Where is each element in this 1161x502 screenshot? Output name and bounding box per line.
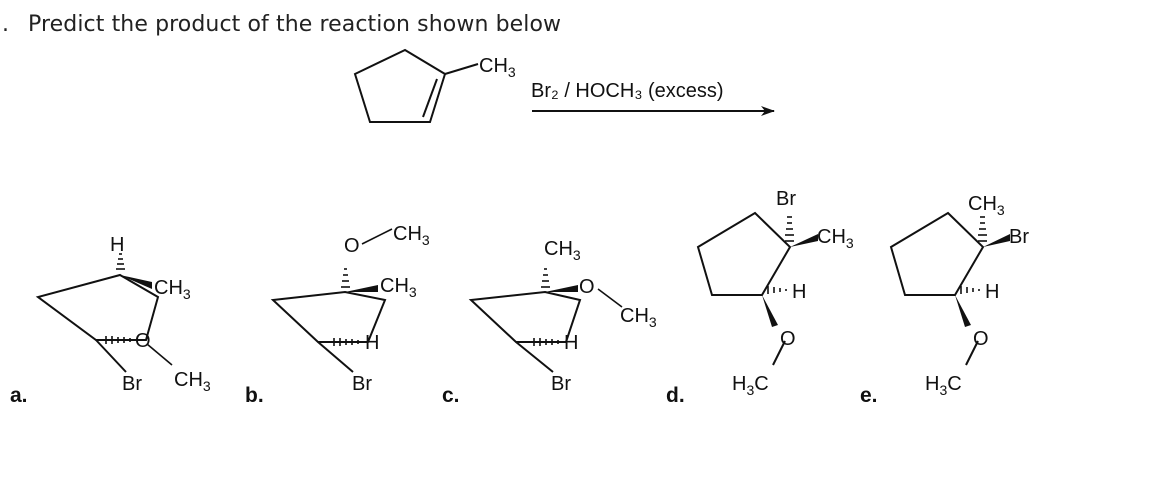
option-a-label-ch3: CH3 <box>154 277 191 302</box>
option-c-label-h: H <box>564 332 578 354</box>
option-d-wedge-o-bond <box>762 295 778 327</box>
option-c-wedge-bond <box>545 285 578 292</box>
option-c-label-o: O <box>579 276 595 298</box>
option-e-bonds <box>960 216 987 366</box>
reactant-molecule <box>353 48 479 123</box>
option-e-label-o: O <box>973 328 989 350</box>
option-d-ring <box>696 211 792 296</box>
option-b-label-och3: CH3 <box>393 223 430 248</box>
option-d-label-o: O <box>780 328 796 350</box>
option-a-label-h: H <box>110 234 124 256</box>
option-e-label-h3c: H3C <box>925 373 962 398</box>
option-b-ring <box>270 290 387 343</box>
option-b-label-br: Br <box>352 373 372 395</box>
option-c-letter: c. <box>442 384 460 407</box>
option-a-letter: a. <box>10 384 28 407</box>
option-a-wedge-bond <box>120 275 152 289</box>
option-b-label-ch3: CH3 <box>380 275 417 300</box>
option-d-wedge-bond <box>790 234 818 247</box>
question-prompt: Predict the product of the reaction show… <box>28 12 562 37</box>
option-e-wedge-bond <box>983 234 1010 247</box>
option-b-label-h: H <box>365 332 379 354</box>
option-c-bonds <box>515 268 623 373</box>
option-c-ring <box>468 290 582 343</box>
option-b-letter: b. <box>245 384 264 407</box>
option-a-bonds <box>105 253 173 366</box>
option-c-label-ch3: CH3 <box>544 238 581 263</box>
option-d-label-h: H <box>792 281 806 303</box>
reactant-methyl-subscript: 3 <box>508 64 516 80</box>
option-d-letter: d. <box>666 384 685 407</box>
option-a-label-och3: CH3 <box>174 369 211 394</box>
option-d-label-h3c: H3C <box>732 373 769 398</box>
option-b-label-o: O <box>344 235 360 257</box>
option-e-ring <box>889 211 985 296</box>
option-a-structure <box>35 273 160 341</box>
option-e-letter: e. <box>860 384 878 407</box>
option-b-wedge-bond <box>345 285 378 292</box>
option-a-br-bond <box>95 339 127 373</box>
svg-text:CH3: CH3 <box>479 55 516 80</box>
option-e-label-br: Br <box>1009 226 1029 248</box>
option-e-label-h: H <box>985 281 999 303</box>
option-d-label-ch3: CH3 <box>817 226 854 251</box>
option-a-label-o: O <box>135 330 151 352</box>
question-bullet: . <box>2 12 9 37</box>
option-d-label-br: Br <box>776 188 796 210</box>
reagent-label: Br₂ / HOCH₃ (excess) <box>531 80 724 102</box>
option-c-label-och3: CH3 <box>620 305 657 330</box>
option-b-bonds <box>317 228 393 373</box>
option-d-bonds <box>767 216 794 366</box>
option-e-wedge-o-bond <box>955 295 971 327</box>
reactant-methyl-label: CH3 <box>479 55 516 80</box>
option-c-label-br: Br <box>551 373 571 395</box>
option-e-label-ch3: CH3 <box>968 193 1005 218</box>
option-a-label-br: Br <box>122 373 142 395</box>
